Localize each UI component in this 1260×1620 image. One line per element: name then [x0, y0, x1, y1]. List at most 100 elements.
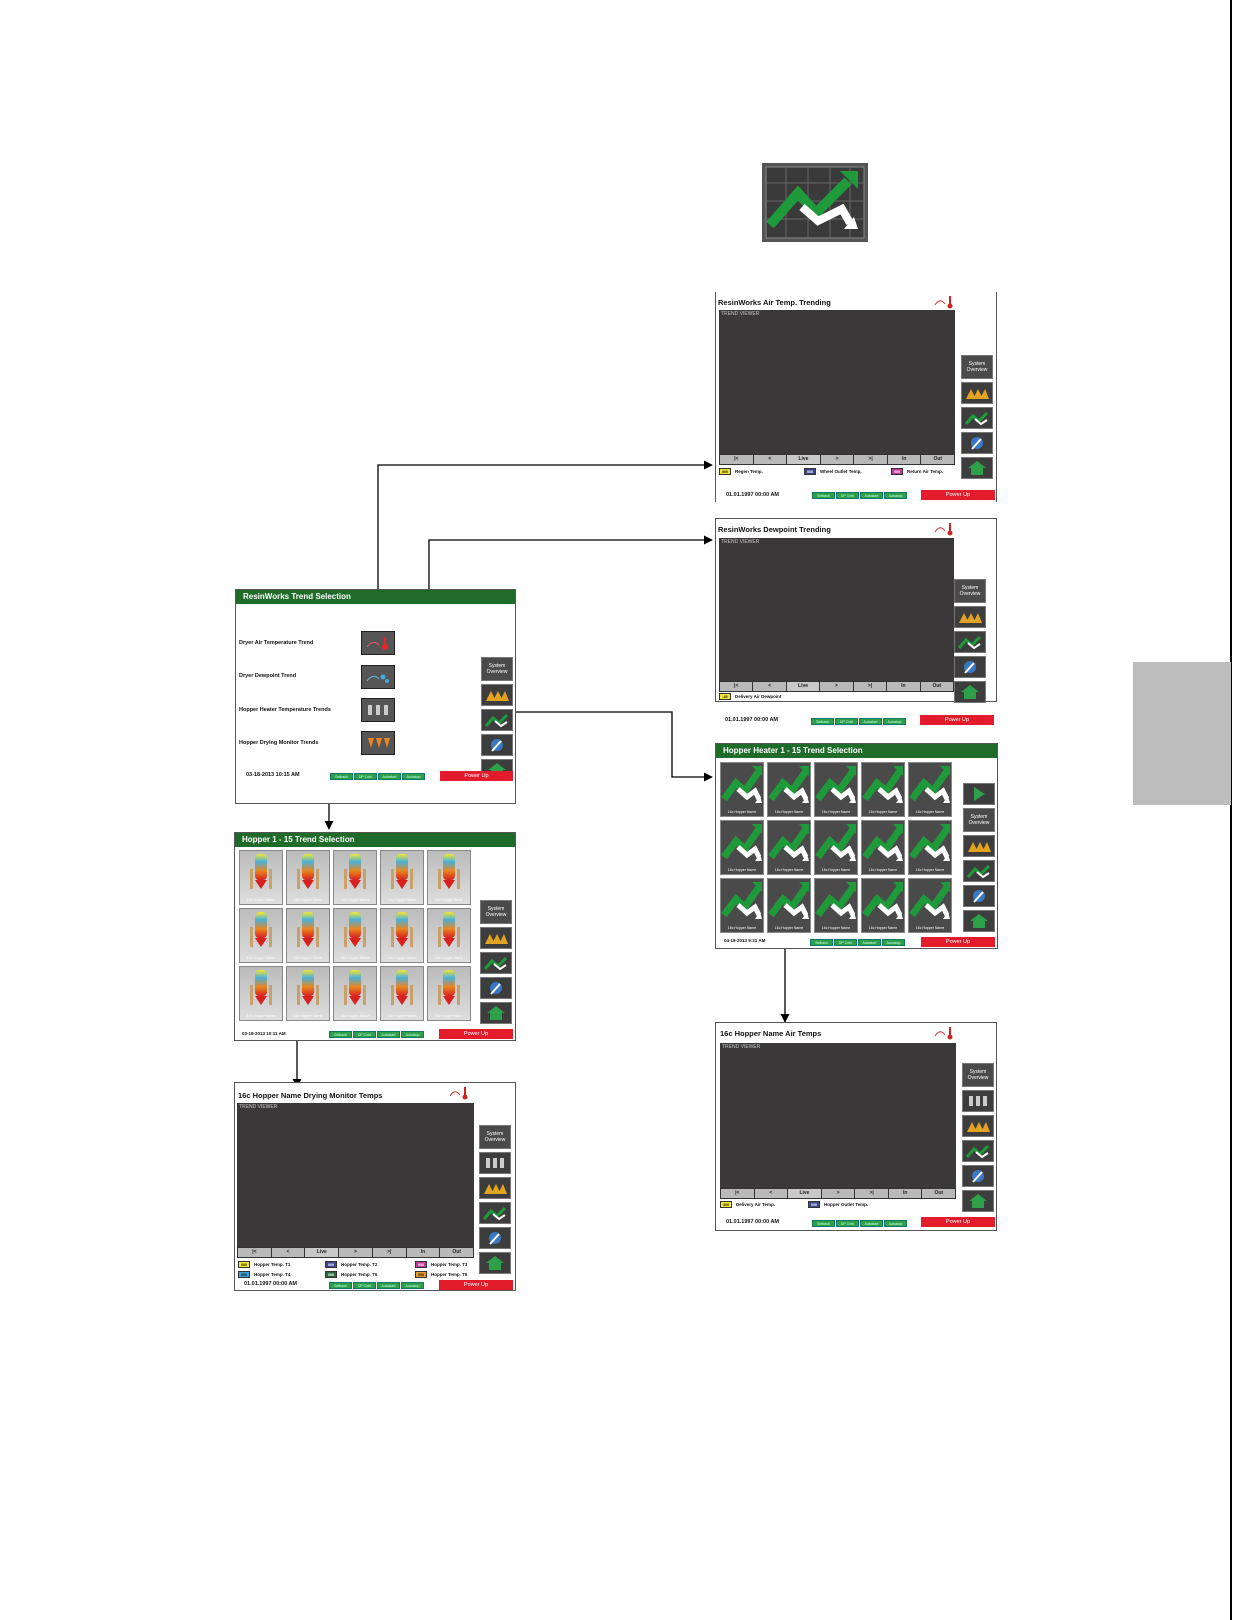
nav-live-button[interactable]: Live	[786, 682, 820, 691]
home-nav-button[interactable]	[962, 1190, 994, 1212]
nav-prev-button[interactable]: <	[753, 455, 787, 464]
trend-nav-button[interactable]	[961, 407, 993, 429]
hopper-nav-button[interactable]	[481, 684, 513, 706]
heater-nav-button[interactable]	[479, 1152, 511, 1174]
heater-tile[interactable]: 16c Hopper Name	[767, 820, 811, 875]
heater-tile[interactable]: 16c Hopper Name	[908, 878, 952, 933]
power-up-button[interactable]: Power Up	[439, 1280, 513, 1290]
trend-nav-button[interactable]	[480, 952, 512, 974]
zoom-out-button[interactable]: Out	[922, 1189, 956, 1198]
setback-button[interactable]: Setback	[330, 773, 353, 780]
hopper-tile[interactable]: 16c Hopper Name	[286, 908, 330, 963]
nav-first-button[interactable]: |<	[720, 682, 753, 691]
zoom-in-button[interactable]: In	[888, 1189, 922, 1198]
dp-control-button[interactable]: DP Cntrl	[354, 773, 377, 780]
zoom-out-button[interactable]: Out	[440, 1248, 474, 1257]
autostop-button[interactable]: Autostop	[402, 773, 425, 780]
service-nav-button[interactable]	[480, 977, 512, 999]
hopper-tile[interactable]: 16c Hopper Name	[380, 850, 424, 905]
hopper-tile[interactable]: 16c Hopper Name	[333, 908, 377, 963]
dryer-air-temp-button[interactable]	[361, 631, 395, 655]
service-nav-button[interactable]	[479, 1227, 511, 1249]
nav-next-button[interactable]: >	[820, 682, 853, 691]
service-nav-button[interactable]	[963, 885, 995, 907]
hopper-tile[interactable]: 16c Hopper Name	[380, 966, 424, 1021]
trend-nav-button[interactable]	[962, 1140, 994, 1162]
heater-tile[interactable]: 16c Hopper Name	[767, 762, 811, 817]
setback-button[interactable]: Setback	[812, 492, 835, 499]
hopper-tile[interactable]: 16c Hopper Name	[239, 966, 283, 1021]
trend-nav-button[interactable]	[481, 709, 513, 731]
system-overview-button[interactable]: System Overview	[963, 808, 995, 832]
trend-nav-button[interactable]	[479, 1202, 511, 1224]
system-overview-button[interactable]: System Overview	[961, 355, 993, 379]
hopper-tile[interactable]: 16c Hopper Name	[239, 850, 283, 905]
autostart-button[interactable]: Autostart	[378, 773, 401, 780]
power-up-button[interactable]: Power Up	[921, 490, 995, 500]
power-up-button[interactable]: Power Up	[921, 937, 995, 947]
setback-button[interactable]: Setback	[812, 1220, 835, 1227]
service-nav-button[interactable]	[954, 656, 986, 678]
nav-prev-button[interactable]: <	[271, 1248, 305, 1257]
heater-nav-button[interactable]	[962, 1090, 994, 1112]
home-nav-button[interactable]	[479, 1252, 511, 1274]
nav-last-button[interactable]: >|	[854, 455, 887, 464]
zoom-in-button[interactable]: In	[887, 682, 920, 691]
nav-live-button[interactable]: Live	[787, 455, 820, 464]
system-overview-button[interactable]: System Overview	[481, 657, 513, 681]
heater-tile[interactable]: 16c Hopper Name	[720, 878, 764, 933]
nav-first-button[interactable]: |<	[238, 1248, 271, 1257]
nav-last-button[interactable]: >|	[855, 1189, 888, 1198]
dp-control-button[interactable]: DP Cntrl	[836, 1220, 859, 1227]
home-nav-button[interactable]	[963, 910, 995, 932]
hopper-tile[interactable]: 16c Hopper Name	[380, 908, 424, 963]
hopper-nav-button[interactable]	[480, 927, 512, 949]
hopper-heater-button[interactable]	[361, 698, 395, 722]
heater-tile[interactable]: 16c Hopper Name	[908, 762, 952, 817]
hopper-tile[interactable]: 16c Hopper Name	[427, 850, 471, 905]
setback-button[interactable]: Setback	[329, 1282, 352, 1289]
autostart-button[interactable]: Autostart	[858, 939, 881, 946]
dp-control-button[interactable]: DP Cntrl	[353, 1282, 376, 1289]
nav-last-button[interactable]: >|	[372, 1248, 406, 1257]
autostart-button[interactable]: Autostart	[377, 1031, 400, 1038]
heater-tile[interactable]: 16c Hopper Name	[720, 820, 764, 875]
nav-first-button[interactable]: |<	[721, 1189, 754, 1198]
nav-live-button[interactable]: Live	[788, 1189, 821, 1198]
hopper-drying-button[interactable]	[361, 731, 395, 755]
autostop-button[interactable]: Autostop	[884, 492, 907, 499]
setback-button[interactable]: Setback	[811, 718, 834, 725]
hopper-tile[interactable]: 16c Hopper Name	[333, 966, 377, 1021]
heater-tile[interactable]: 16c Hopper Name	[861, 878, 905, 933]
power-up-button[interactable]: Power Up	[921, 1217, 995, 1227]
service-nav-button[interactable]	[481, 734, 513, 756]
service-nav-button[interactable]	[962, 1165, 994, 1187]
hopper-nav-button[interactable]	[961, 382, 993, 404]
heater-tile[interactable]: 16c Hopper Name	[861, 820, 905, 875]
heater-tile[interactable]: 16c Hopper Name	[720, 762, 764, 817]
nav-live-button[interactable]: Live	[305, 1248, 339, 1257]
nav-prev-button[interactable]: <	[753, 682, 786, 691]
nav-first-button[interactable]: |<	[720, 455, 753, 464]
trend-viewer[interactable]: TREND VIEWER	[719, 310, 955, 454]
trend-viewer[interactable]: TREND VIEWER	[237, 1103, 474, 1247]
autostart-button[interactable]: Autostart	[859, 718, 882, 725]
hopper-nav-button[interactable]	[479, 1177, 511, 1199]
hopper-nav-button[interactable]	[962, 1115, 994, 1137]
hopper-tile[interactable]: 16c Hopper Name	[286, 966, 330, 1021]
back-button[interactable]	[963, 783, 995, 805]
autostop-button[interactable]: Autostop	[401, 1282, 424, 1289]
nav-last-button[interactable]: >|	[853, 682, 887, 691]
autostart-button[interactable]: Autostart	[860, 1220, 883, 1227]
dryer-dewpoint-button[interactable]	[361, 665, 395, 689]
nav-next-button[interactable]: >	[339, 1248, 372, 1257]
home-nav-button[interactable]	[954, 681, 986, 703]
power-up-button[interactable]: Power Up	[440, 771, 513, 781]
service-nav-button[interactable]	[961, 432, 993, 454]
hopper-tile[interactable]: 16c Hopper Name	[239, 908, 283, 963]
nav-next-button[interactable]: >	[820, 455, 854, 464]
hopper-tile[interactable]: 16c Hopper Name	[333, 850, 377, 905]
hopper-tile[interactable]: 16c Hopper Name	[286, 850, 330, 905]
power-up-button[interactable]: Power Up	[439, 1029, 513, 1039]
nav-prev-button[interactable]: <	[754, 1189, 788, 1198]
